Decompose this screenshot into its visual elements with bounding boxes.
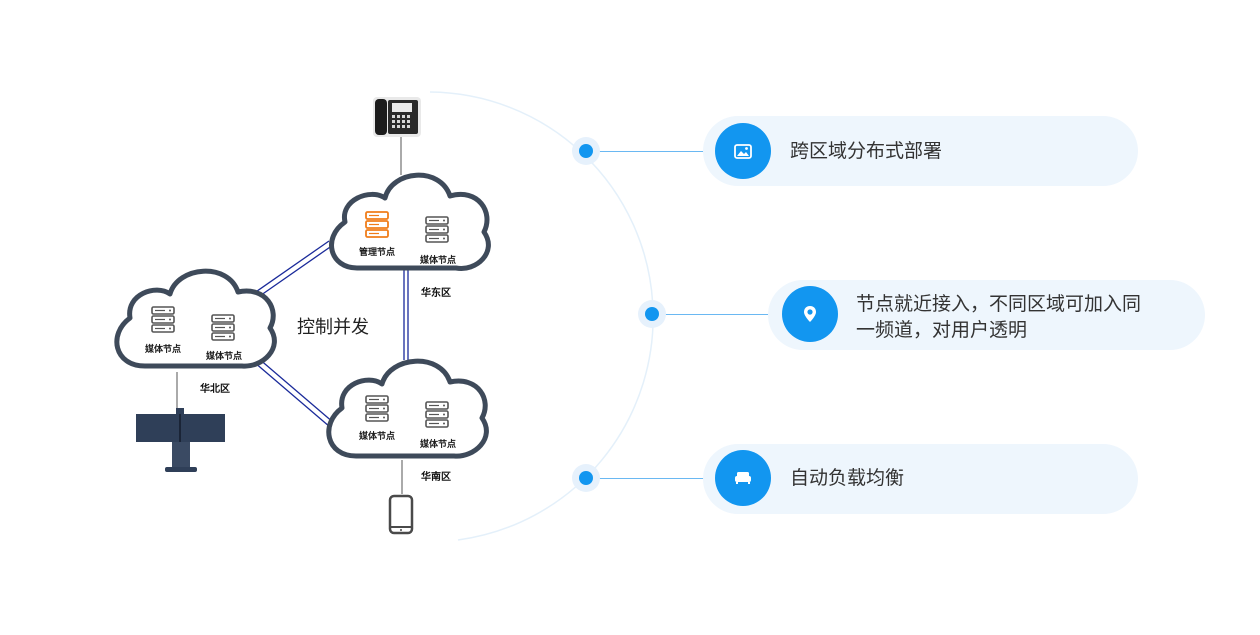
region-label-south: 华南区 xyxy=(421,472,451,483)
link-north-south xyxy=(253,357,335,428)
server-icon xyxy=(425,216,449,243)
cloud-south xyxy=(326,358,489,459)
feature-text-line1: 节点就近接入，不同区域可加入同 xyxy=(856,293,1142,315)
region-label-north: 华北区 xyxy=(200,384,230,395)
node-label: 媒体节点 xyxy=(420,440,457,450)
timeline-dot xyxy=(638,300,666,328)
control-concurrency-label: 控制并发 xyxy=(297,317,369,338)
feature-card-nearby-access xyxy=(768,280,1205,350)
feature-text-line2: 一频道，对用户透明 xyxy=(856,319,1028,341)
feature-card-distributed xyxy=(703,116,1138,186)
decorative-arc xyxy=(429,91,654,541)
timeline-dot xyxy=(572,464,600,492)
node-label: 管理节点 xyxy=(359,248,396,258)
desk-phone-icon xyxy=(373,97,421,137)
image-icon xyxy=(734,143,752,159)
feature-connector xyxy=(586,151,716,152)
feature-connector xyxy=(586,478,716,479)
node-label: 媒体节点 xyxy=(206,352,243,362)
feature-text: 跨区域分布式部署 xyxy=(790,140,943,162)
cloud-north xyxy=(114,268,277,369)
link-north-east xyxy=(249,240,334,301)
feature-connector xyxy=(652,314,784,315)
feature-icon-badge xyxy=(715,123,771,179)
management-server-icon xyxy=(365,211,389,238)
smartphone-icon xyxy=(388,494,414,535)
cloud-east xyxy=(329,172,491,271)
node-label: 媒体节点 xyxy=(145,345,182,355)
server-icon xyxy=(365,395,389,422)
sofa-icon xyxy=(735,472,751,484)
feature-icon-badge xyxy=(715,450,771,506)
feature-text: 自动负载均衡 xyxy=(790,467,905,489)
node-label: 媒体节点 xyxy=(420,256,457,266)
location-pin-icon xyxy=(804,306,816,322)
video-terminal-icon xyxy=(136,408,225,472)
server-icon xyxy=(151,306,175,333)
server-icon xyxy=(211,314,235,341)
region-label-east: 华东区 xyxy=(421,288,451,299)
link-east-south xyxy=(403,268,409,360)
node-label: 媒体节点 xyxy=(359,432,396,442)
server-icon xyxy=(425,401,449,428)
feature-icon-badge xyxy=(782,286,838,342)
feature-card-load-balance xyxy=(703,444,1138,514)
timeline-dot xyxy=(572,137,600,165)
